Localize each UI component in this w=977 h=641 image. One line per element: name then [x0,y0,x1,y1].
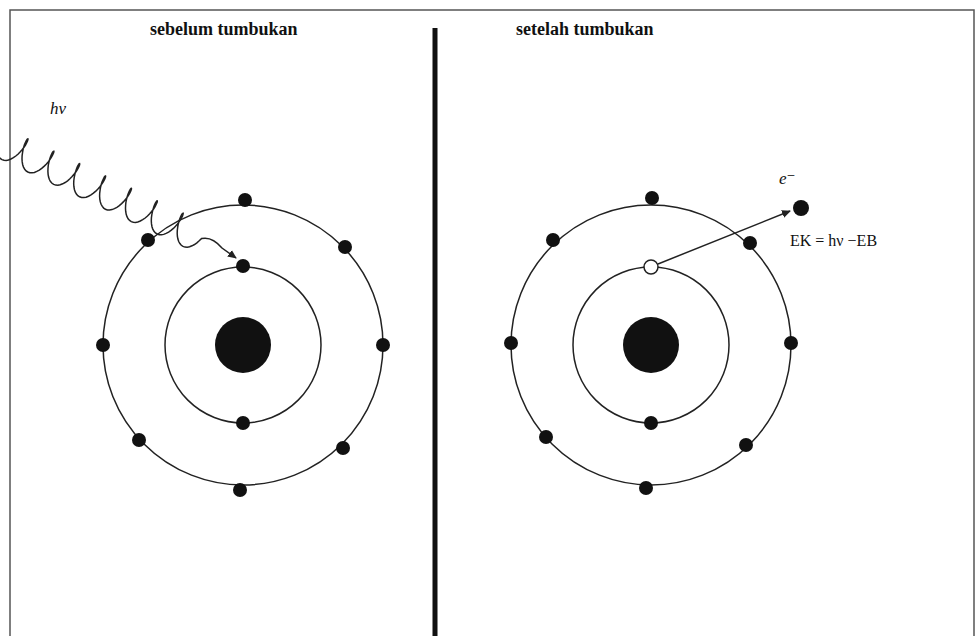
panel-heading: sebelum tumbukan [150,20,298,40]
ejection-arrow [658,211,790,264]
electron-label: e⁻ [779,170,796,189]
panel-heading: setelah tumbukan [516,20,654,40]
energy-equation: EK = hν −EB [790,232,877,250]
vacancy [644,260,658,274]
frame [10,10,974,636]
atom-before [96,193,390,497]
photon-label: hν [50,100,66,119]
atom-after [504,191,809,495]
divider [433,28,438,636]
photon-wave [0,139,236,258]
ejected-electron [793,200,809,216]
